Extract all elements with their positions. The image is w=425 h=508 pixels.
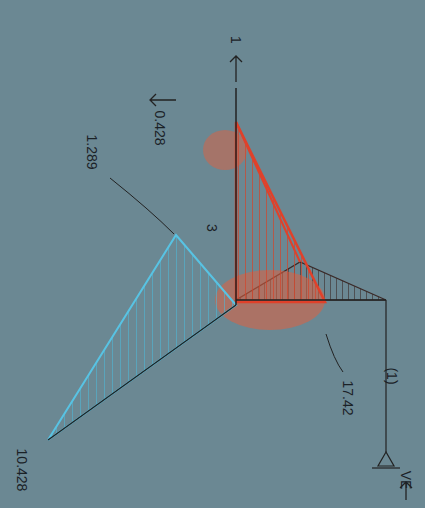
support-symbol [378, 452, 394, 466]
moment-value: 1.289 [85, 134, 99, 169]
moment-value: 17.42 [341, 380, 355, 415]
member [48, 305, 236, 440]
moment-line [236, 122, 300, 262]
moment-area [236, 122, 325, 302]
moment-value: 0.428 [153, 110, 167, 145]
leader-line [110, 178, 174, 234]
moment-area [48, 235, 236, 440]
moment-value: 10.428 [15, 449, 29, 492]
leader-line [326, 334, 343, 372]
reaction-label: VE [399, 471, 413, 490]
member-number: 3 [205, 224, 219, 232]
member-number: (1) [385, 367, 399, 384]
load-arrow [230, 56, 242, 82]
support-symbol [372, 467, 400, 468]
member [235, 88, 237, 305]
load-arrow [150, 94, 176, 106]
member [236, 299, 386, 301]
member-number: 1 [229, 36, 243, 44]
